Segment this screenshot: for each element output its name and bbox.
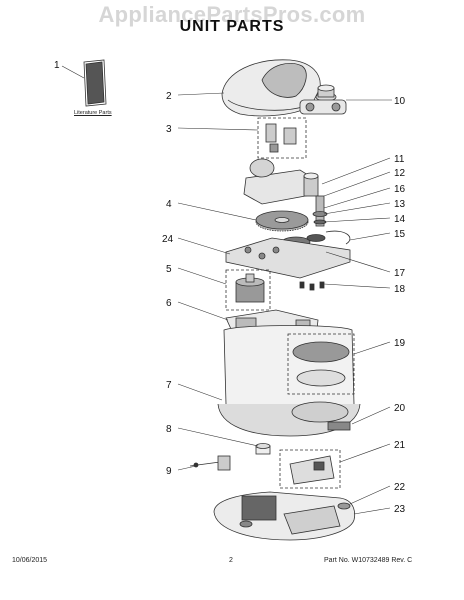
callout-3: 3 <box>166 124 172 135</box>
callout-14: 14 <box>394 214 406 225</box>
screws <box>299 281 325 291</box>
callout-12: 12 <box>394 168 406 179</box>
callout-20: 20 <box>394 403 406 414</box>
literature-parts-label: Literature Parts <box>74 110 112 116</box>
callout-19: 19 <box>394 338 406 349</box>
foot <box>255 443 271 455</box>
control-board <box>279 449 341 489</box>
motor-kit <box>225 269 271 311</box>
callout-9: 9 <box>166 466 172 477</box>
footer-date: 10/06/2015 <box>12 557 48 564</box>
footer-part-number: Part No. W10732489 Rev. C <box>324 557 413 564</box>
callout-numbers: 1 2 3 4 5 6 7 8 9 10 11 12 13 14 15 16 1… <box>54 60 406 515</box>
footer-page-number: 2 <box>229 557 233 564</box>
watermark: AppliancePartsPros.com <box>98 2 366 27</box>
callout-21: 21 <box>394 440 406 451</box>
large-gear <box>255 210 309 232</box>
callout-13: 13 <box>394 199 406 210</box>
callout-15: 15 <box>394 229 406 240</box>
fuse-connector <box>189 455 231 471</box>
callout-2: 2 <box>166 91 172 102</box>
callout-24: 24 <box>162 234 174 245</box>
gear-housing <box>243 158 319 205</box>
gear-plate <box>225 237 351 279</box>
drip-tray <box>287 333 355 395</box>
base-plate <box>213 491 356 541</box>
literature-booklet <box>83 59 107 107</box>
page-title: UNIT PARTS <box>179 18 285 35</box>
top-cover <box>221 59 321 117</box>
callout-11: 11 <box>394 154 405 165</box>
callout-7: 7 <box>166 380 172 391</box>
callout-6: 6 <box>166 298 172 309</box>
callout-17: 17 <box>394 268 406 279</box>
drive-shaft <box>312 195 328 227</box>
callout-18: 18 <box>394 284 406 295</box>
valve-assembly <box>299 84 347 115</box>
callout-4: 4 <box>166 199 172 210</box>
leader-lines <box>61 65 392 515</box>
callout-16: 16 <box>394 184 406 195</box>
callout-22: 22 <box>394 482 406 493</box>
callout-1: 1 <box>54 60 60 71</box>
callout-5: 5 <box>166 264 172 275</box>
callout-23: 23 <box>394 504 406 515</box>
callout-10: 10 <box>394 96 406 107</box>
switch-kit <box>257 117 307 159</box>
foot-pad <box>337 502 351 510</box>
callout-8: 8 <box>166 424 172 435</box>
